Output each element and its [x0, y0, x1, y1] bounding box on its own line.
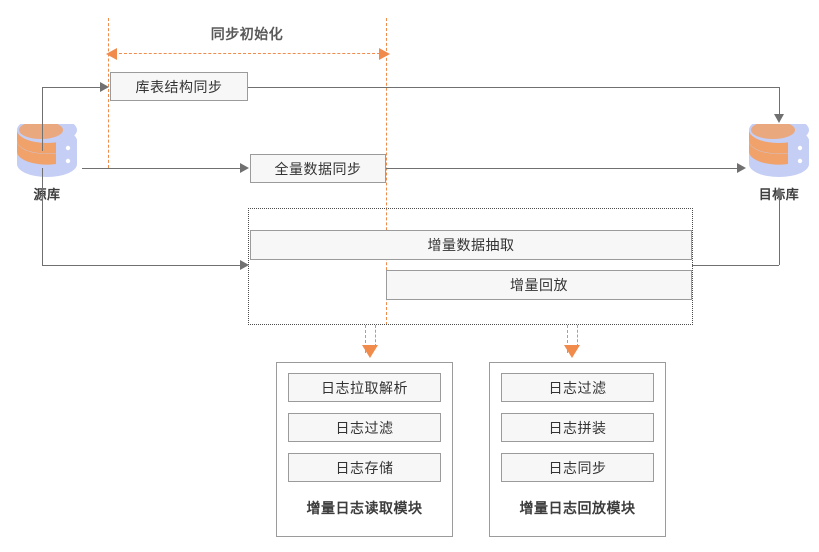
module-log-read-title: 增量日志读取模块 — [306, 500, 423, 516]
fullsync-to-target-line — [386, 168, 741, 169]
source-to-schema-vertical — [42, 87, 43, 151]
module-log-replay-item-2[interactable]: 日志拼装 — [501, 413, 654, 442]
source-to-fullsync-arrowhead — [240, 163, 249, 173]
stage-incremental-replay[interactable]: 增量回放 — [386, 270, 692, 300]
source-to-increment-arrowhead — [240, 260, 249, 270]
init-span-left-guide — [108, 18, 109, 168]
stage-incremental-replay-label: 增量回放 — [510, 277, 568, 293]
module-log-read-item-3[interactable]: 日志存储 — [288, 453, 441, 482]
init-span-right-guide — [386, 18, 387, 325]
init-span-arrowhead-right — [379, 48, 390, 60]
extract-to-module-guide-right — [375, 325, 376, 347]
module-log-replay-item-3-label: 日志同步 — [548, 459, 607, 476]
module-log-read-item-2-label: 日志过滤 — [335, 419, 394, 436]
schema-to-target-arrowhead — [774, 114, 784, 123]
source-to-increment-vertical — [42, 168, 43, 266]
module-log-replay-item-1-label: 日志过滤 — [548, 379, 607, 396]
replay-to-module-guide-right — [577, 325, 578, 347]
init-span-arrowhead-left — [106, 48, 117, 60]
init-span-arrow-line — [114, 53, 380, 54]
stage-incremental-extract[interactable]: 增量数据抽取 — [250, 230, 692, 260]
stage-incremental-extract-label: 增量数据抽取 — [427, 237, 515, 253]
schema-to-target-vertical — [779, 87, 780, 115]
stage-full-data-sync[interactable]: 全量数据同步 — [250, 154, 386, 183]
target-database-icon — [743, 117, 815, 182]
replay-to-module-arrowhead — [564, 345, 580, 358]
source-to-schema-arrowhead — [100, 82, 109, 92]
extract-to-module-guide-left — [365, 325, 366, 353]
schema-to-target-horizontal — [248, 87, 779, 88]
init-span-label: 同步初始化 — [210, 26, 284, 42]
increment-to-target-vertical — [779, 196, 780, 265]
incremental-region-container — [248, 208, 693, 325]
module-log-replay-item-1[interactable]: 日志过滤 — [501, 373, 654, 402]
module-log-replay-item-2-label: 日志拼装 — [548, 419, 607, 436]
replay-to-module-guide-left — [567, 325, 568, 353]
extract-to-module-arrowhead — [362, 345, 378, 358]
source-database-icon — [11, 117, 83, 182]
source-to-schema-horizontal — [42, 87, 100, 88]
fullsync-to-target-arrowhead — [737, 163, 746, 173]
source-to-increment-horizontal — [42, 265, 240, 266]
source-database-label: 源库 — [33, 187, 61, 202]
stage-schema-sync-label: 库表结构同步 — [135, 78, 223, 95]
source-to-fullsync-line — [82, 168, 240, 169]
module-log-read-item-2[interactable]: 日志过滤 — [288, 413, 441, 442]
module-log-read-item-1-label: 日志拉取解析 — [321, 379, 408, 396]
stage-schema-sync[interactable]: 库表结构同步 — [110, 72, 248, 101]
stage-full-data-sync-label: 全量数据同步 — [274, 160, 362, 177]
module-log-replay-item-3[interactable]: 日志同步 — [501, 453, 654, 482]
module-log-read-item-1[interactable]: 日志拉取解析 — [288, 373, 441, 402]
increment-to-target-horizontal — [692, 265, 779, 266]
module-log-replay-title: 增量日志回放模块 — [519, 500, 636, 516]
module-log-read-item-3-label: 日志存储 — [335, 459, 394, 476]
increment-to-target-arrowhead — [774, 187, 784, 196]
